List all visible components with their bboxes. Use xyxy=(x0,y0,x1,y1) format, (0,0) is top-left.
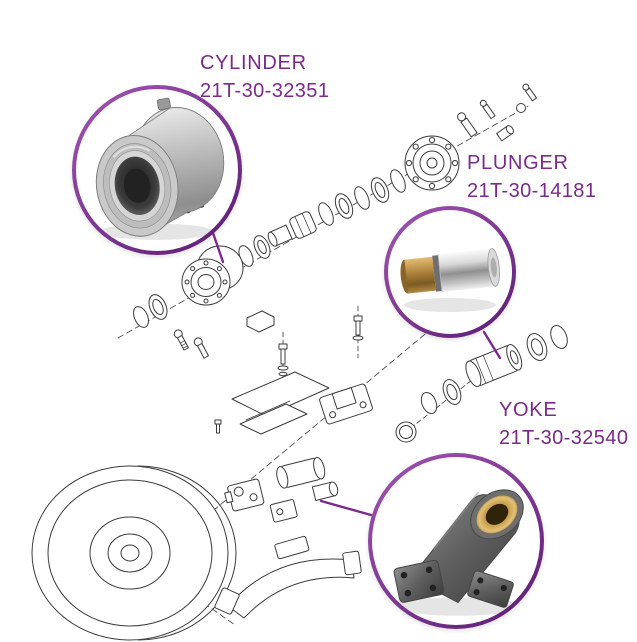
plunger-part-image xyxy=(400,248,500,312)
plunger-photo xyxy=(388,210,512,334)
yoke-photo xyxy=(372,457,540,625)
ring-chain-drawing xyxy=(238,169,406,267)
plunger-part-number: 21T-30-14181 xyxy=(467,180,597,202)
callout-plunger-circle xyxy=(384,206,516,338)
plunger-part-name: PLUNGER xyxy=(467,152,569,174)
yoke-assembly-drawing xyxy=(224,456,339,560)
bracket-group-drawing xyxy=(214,310,373,435)
top-hub-drawing xyxy=(404,83,538,191)
yoke-part-name: YOKE xyxy=(499,399,558,421)
plunger-parts-drawing xyxy=(395,325,568,443)
fork-arm-drawing xyxy=(214,550,362,619)
callout-yoke-label: YOKE 21T-30-32540 xyxy=(499,400,628,449)
callout-cylinder-circle xyxy=(72,85,242,255)
cylinder-part-image xyxy=(95,97,225,240)
cylinder-leader-line xyxy=(211,231,225,264)
cylinder-part-number: 21T-30-32351 xyxy=(200,80,330,102)
yoke-part-number: 21T-30-32540 xyxy=(499,427,629,449)
cylinder-photo xyxy=(76,89,238,251)
callout-yoke-circle xyxy=(368,453,544,629)
idler-wheel-drawing xyxy=(31,465,237,641)
yoke-part-image xyxy=(393,489,524,616)
callout-plunger-label: PLUNGER 21T-30-14181 xyxy=(467,153,596,202)
leader-lines xyxy=(211,231,502,517)
cylinder-part-name: CYLINDER xyxy=(200,52,307,74)
plunger-leader-line xyxy=(482,330,502,360)
callout-cylinder-label: CYLINDER 21T-30-32351 xyxy=(200,53,329,102)
cylinder-hub-drawing xyxy=(133,245,244,359)
yoke-leader-line xyxy=(319,499,373,517)
